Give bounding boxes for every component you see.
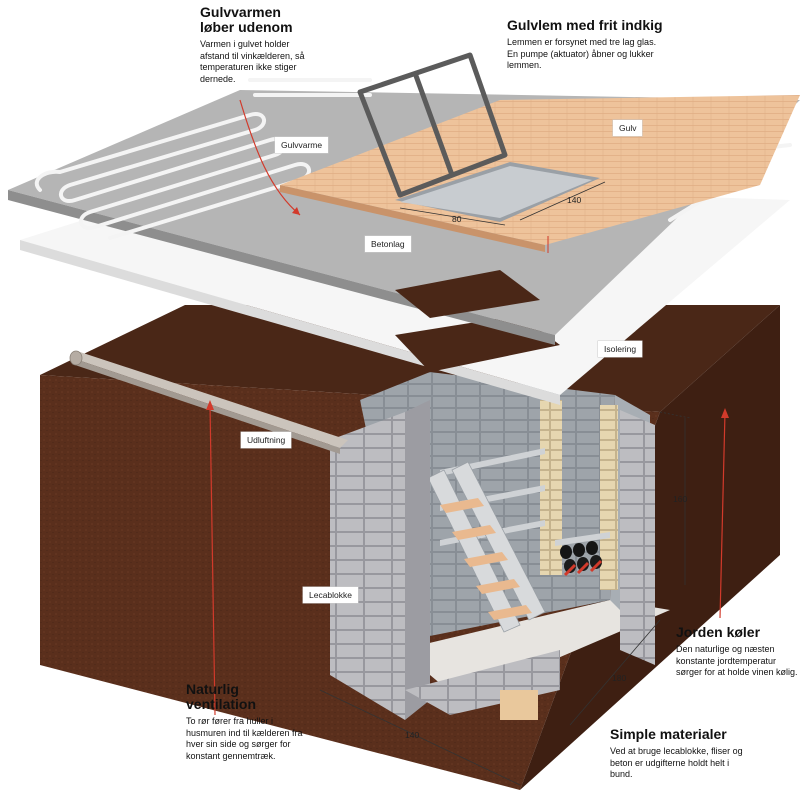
label-gulvvarme: Gulvvarme [275, 137, 329, 153]
lecablokke-wall-front [405, 400, 430, 720]
brick-column-mid [540, 400, 562, 575]
ladder-step [452, 525, 496, 540]
annotation-gulvlem: Gulvlem med frit indkig Lemmen er forsyn… [507, 18, 667, 72]
dimension-cellar-depth: 180 [612, 673, 627, 683]
lecablokke-wall [330, 412, 405, 720]
label-isolering: Isolering [598, 341, 643, 357]
leader-lines [206, 99, 729, 716]
label-gulv: Gulv [613, 120, 643, 136]
annotation-jorden-title: Jorden køler [676, 624, 761, 640]
annotation-jorden-text: Den naturlige og næsten konstante jordte… [676, 644, 798, 677]
concrete-opening [395, 270, 540, 318]
annotation-materialer: Simple materialer Ved at bruge lecablokk… [610, 727, 750, 781]
annotation-gulvvarmen-title-line1: Gulvvarmen [200, 4, 281, 20]
annotation-jorden: Jorden køler Den naturlige og næsten kon… [676, 625, 801, 679]
annotation-gulvvarmen-title-line2: løber udenom [200, 19, 293, 35]
dimension-cellar-height: 160 [673, 494, 688, 504]
ladder-step [476, 579, 520, 594]
dimension-cellar-width: 140 [405, 730, 420, 740]
ladder [427, 461, 546, 633]
right-block-wall [620, 410, 655, 665]
label-udluftning: Udluftning [241, 432, 292, 448]
annotation-ventilation: Naturlig ventilation To rør fører fra hu… [186, 682, 306, 762]
dimension-lem-width: 80 [452, 214, 462, 224]
ladder-step [464, 552, 508, 567]
annotation-ventilation-text: To rør fører fra huller i husmuren ind t… [186, 716, 303, 761]
annotation-gulvlem-title: Gulvlem med frit indkig [507, 17, 663, 33]
dimension-lem-length: 140 [567, 195, 582, 205]
annotation-gulvlem-text: Lemmen er forsynet med tre lag glas. En … [507, 37, 657, 70]
wood-beam [500, 690, 538, 720]
dimension-lines [319, 181, 691, 786]
annotation-materialer-text: Ved at bruge lecablokke, fliser og beton… [610, 746, 743, 779]
ladder-step [488, 605, 532, 620]
label-lecablokke: Lecablokke [303, 587, 359, 603]
label-betonlag: Betonlag [365, 236, 411, 252]
annotation-gulvvarmen-text: Varmen i gulvet holder afstand til vinkæ… [200, 39, 305, 84]
brick-column-right [600, 405, 618, 590]
hatch-frame [357, 52, 508, 198]
annotation-ventilation-title-line2: ventilation [186, 696, 257, 712]
shelf [555, 532, 610, 546]
annotation-materialer-title: Simple materialer [610, 726, 727, 742]
cellar-pit [330, 372, 670, 720]
annotation-gulvvarmen: Gulvvarmen løber udenom Varmen i gulvet … [200, 5, 315, 85]
wine-bottles-right [560, 541, 603, 577]
ladder-step [440, 498, 484, 513]
wood-floor [280, 95, 800, 252]
annotation-ventilation-title-line1: Naturlig [186, 681, 239, 697]
